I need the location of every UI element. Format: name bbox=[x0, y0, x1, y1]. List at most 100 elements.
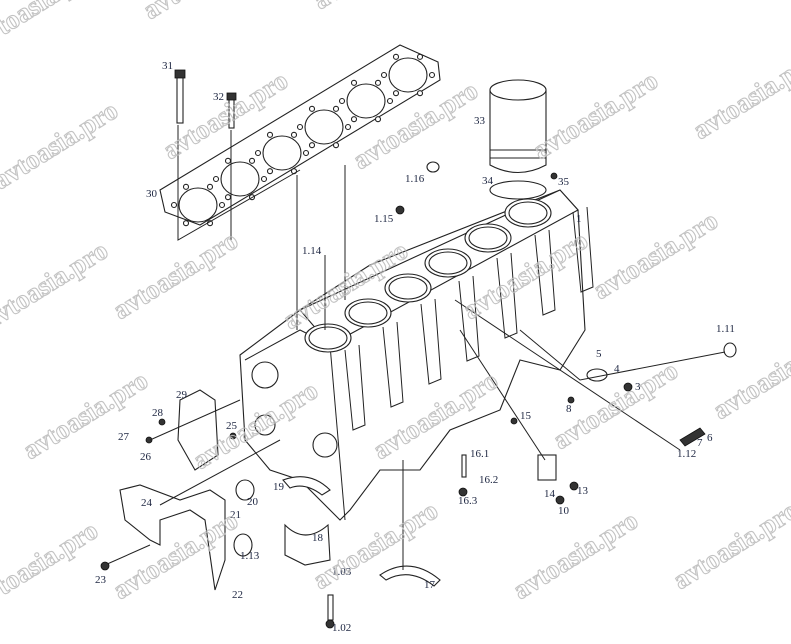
bearing-shell bbox=[282, 476, 331, 496]
callout: 24 bbox=[141, 497, 153, 509]
callout: 1.15 bbox=[374, 213, 394, 225]
gasket-hole bbox=[332, 142, 340, 149]
gasket-hole bbox=[350, 79, 358, 86]
gasket-hole bbox=[350, 116, 358, 123]
callout: 16.3 bbox=[458, 495, 478, 507]
gasket-hole bbox=[344, 123, 352, 131]
gasket-hole bbox=[182, 183, 190, 190]
watermark-text: avtoasia.pro bbox=[527, 65, 663, 165]
thrust-ring bbox=[235, 479, 255, 501]
bolt-long bbox=[100, 161, 737, 629]
cylinder-bore-inner bbox=[388, 276, 428, 300]
gasket-hole bbox=[392, 90, 400, 97]
block-rib bbox=[382, 321, 404, 408]
cover-gasket bbox=[177, 389, 219, 471]
callout: 1.14 bbox=[302, 245, 322, 257]
cylinder-bore-inner bbox=[468, 226, 508, 250]
gasket-bore bbox=[346, 83, 386, 119]
callout: 4 bbox=[614, 363, 620, 375]
callout: 23 bbox=[95, 574, 107, 586]
callout: 19 bbox=[273, 481, 285, 493]
watermark-text: avtoasia.pro bbox=[17, 365, 153, 465]
watermark-text: avtoasia.pro bbox=[707, 325, 791, 425]
callout: 17 bbox=[424, 579, 436, 591]
callout: 27 bbox=[118, 431, 130, 443]
block-rib bbox=[420, 298, 442, 385]
timing-gasket bbox=[119, 484, 226, 591]
thrust-washer bbox=[379, 565, 441, 587]
callout: 1.11 bbox=[716, 323, 735, 335]
callout: 10 bbox=[558, 505, 570, 517]
gasket-hole bbox=[332, 105, 340, 112]
callout: 34 bbox=[482, 175, 494, 187]
gasket-hole bbox=[374, 116, 382, 123]
callout: 3 bbox=[635, 381, 641, 393]
gasket-hole bbox=[182, 220, 190, 227]
gasket-hole bbox=[170, 201, 178, 209]
gasket-hole bbox=[254, 149, 262, 157]
head-bolt bbox=[174, 69, 186, 124]
callout: 29 bbox=[176, 389, 188, 401]
gasket-hole bbox=[212, 175, 220, 183]
watermark-text: avtoasia.pro bbox=[107, 225, 243, 325]
callout: 6 bbox=[707, 432, 713, 444]
gasket-bore bbox=[178, 187, 218, 223]
callout: 1.03 bbox=[332, 566, 352, 578]
callout: 16.1 bbox=[470, 448, 489, 460]
watermark-text: avtoasia.pro bbox=[667, 495, 791, 595]
watermark-text: avtoasia.pro bbox=[0, 515, 103, 615]
gasket-hole bbox=[296, 123, 304, 131]
callout: 5 bbox=[596, 348, 602, 360]
callout: 25 bbox=[226, 420, 238, 432]
callout: 1.16 bbox=[405, 173, 425, 185]
gasket-hole bbox=[218, 201, 226, 209]
callout: 31 bbox=[162, 60, 173, 72]
cylinder-bore-inner bbox=[428, 251, 468, 275]
callout: 7 bbox=[697, 437, 703, 449]
gasket-bore bbox=[304, 109, 344, 145]
block-rib bbox=[534, 229, 556, 316]
gasket-hole bbox=[416, 90, 424, 97]
gasket-hole bbox=[428, 71, 436, 79]
callout: 33 bbox=[474, 115, 486, 127]
callout: 20 bbox=[247, 496, 259, 508]
block-rib bbox=[572, 206, 594, 293]
gasket-hole bbox=[374, 79, 382, 86]
callout: 1 bbox=[576, 213, 582, 225]
callout: 18 bbox=[312, 532, 324, 544]
seal-ring bbox=[233, 533, 253, 557]
block-rib bbox=[344, 344, 366, 431]
cylinder-bore-inner bbox=[508, 201, 548, 225]
leader-lines bbox=[149, 125, 726, 570]
callout: 35 bbox=[558, 176, 570, 188]
watermark-text: avtoasia.pro bbox=[307, 0, 443, 15]
main-bearing-cap bbox=[284, 523, 331, 566]
callout: 1.02 bbox=[332, 622, 351, 634]
cylinder-block bbox=[239, 189, 594, 521]
watermark-text: avtoasia.pro bbox=[507, 505, 643, 605]
gasket-bore bbox=[388, 57, 428, 93]
gasket-bore bbox=[220, 161, 260, 197]
gasket-hole bbox=[308, 105, 316, 112]
gasket-hole bbox=[302, 149, 310, 157]
cylinder-bore-inner bbox=[348, 301, 388, 325]
gasket-hole bbox=[386, 97, 394, 105]
block-rib bbox=[496, 252, 518, 339]
watermark-text: avtoasia.pro bbox=[687, 45, 791, 145]
block-rib bbox=[458, 275, 480, 362]
gasket-hole bbox=[224, 194, 232, 201]
bracket bbox=[537, 454, 557, 481]
callout: 15 bbox=[520, 410, 532, 422]
watermark-text: avtoasia.pro bbox=[0, 0, 103, 55]
gasket-hole bbox=[260, 175, 268, 183]
callout: 30 bbox=[146, 188, 158, 200]
callout: 21 bbox=[230, 509, 241, 521]
gasket-hole bbox=[248, 157, 256, 164]
callout: 14 bbox=[544, 488, 556, 500]
watermark-text: avtoasia.pro bbox=[0, 95, 123, 195]
gasket-hole bbox=[338, 97, 346, 105]
callout: 32 bbox=[213, 91, 224, 103]
callout: 22 bbox=[232, 589, 243, 601]
stud-bolt bbox=[226, 92, 237, 129]
